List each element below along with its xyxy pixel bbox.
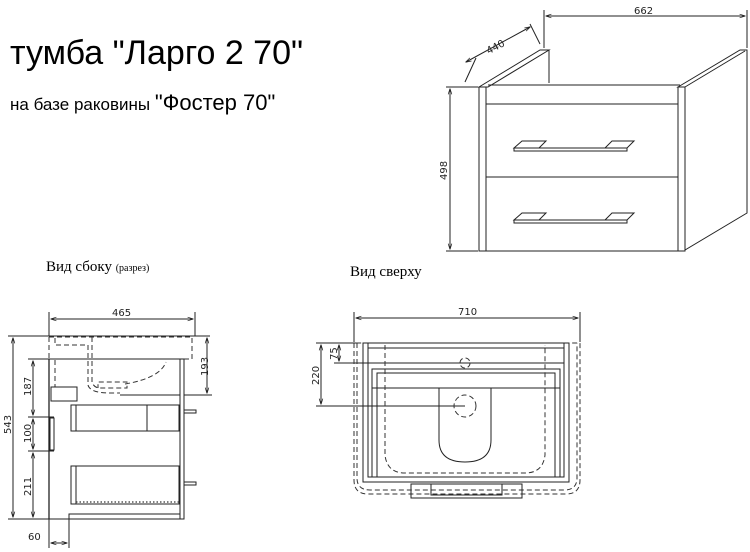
isometric-view: 662 440 498 <box>439 6 748 252</box>
product-title: тумба "Ларго 2 70" <box>10 34 304 72</box>
dim-height-498: 498 <box>439 161 450 180</box>
dim-depth-465: 465 <box>112 308 131 319</box>
side-view-label: Вид сбоку (разрез) <box>46 259 149 276</box>
side-view: 465 543 187 100 211 193 60 <box>3 308 212 548</box>
dim-drain-offset-220: 220 <box>311 366 322 385</box>
side-view-note: (разрез) <box>115 263 150 274</box>
dim-top-section-187: 187 <box>23 377 34 396</box>
dim-offset-60: 60 <box>28 532 41 543</box>
dim-sink-height-193: 193 <box>200 357 211 376</box>
sink-model: "Фостер 70" <box>154 90 276 115</box>
drawer-handle-icon <box>512 212 636 224</box>
faucet-hole-icon <box>459 357 471 369</box>
side-view-title: Вид сбоку <box>46 259 112 275</box>
drain-hole-icon <box>453 394 477 418</box>
subtitle-prefix: на базе раковины <box>10 95 155 114</box>
product-subtitle: на базе раковины "Фостер 70" <box>10 90 275 116</box>
top-view-label: Вид сверху <box>350 264 422 280</box>
dim-faucet-offset-75: 75 <box>329 347 340 360</box>
top-view: 710 220 75 <box>311 307 581 499</box>
dim-width-662: 662 <box>634 6 653 17</box>
dim-middle-section-100: 100 <box>23 424 34 443</box>
dim-bottom-section-211: 211 <box>23 477 34 496</box>
drawer-handle-icon <box>512 140 636 152</box>
dim-total-height-543: 543 <box>3 415 14 434</box>
dim-width-710: 710 <box>458 307 477 318</box>
